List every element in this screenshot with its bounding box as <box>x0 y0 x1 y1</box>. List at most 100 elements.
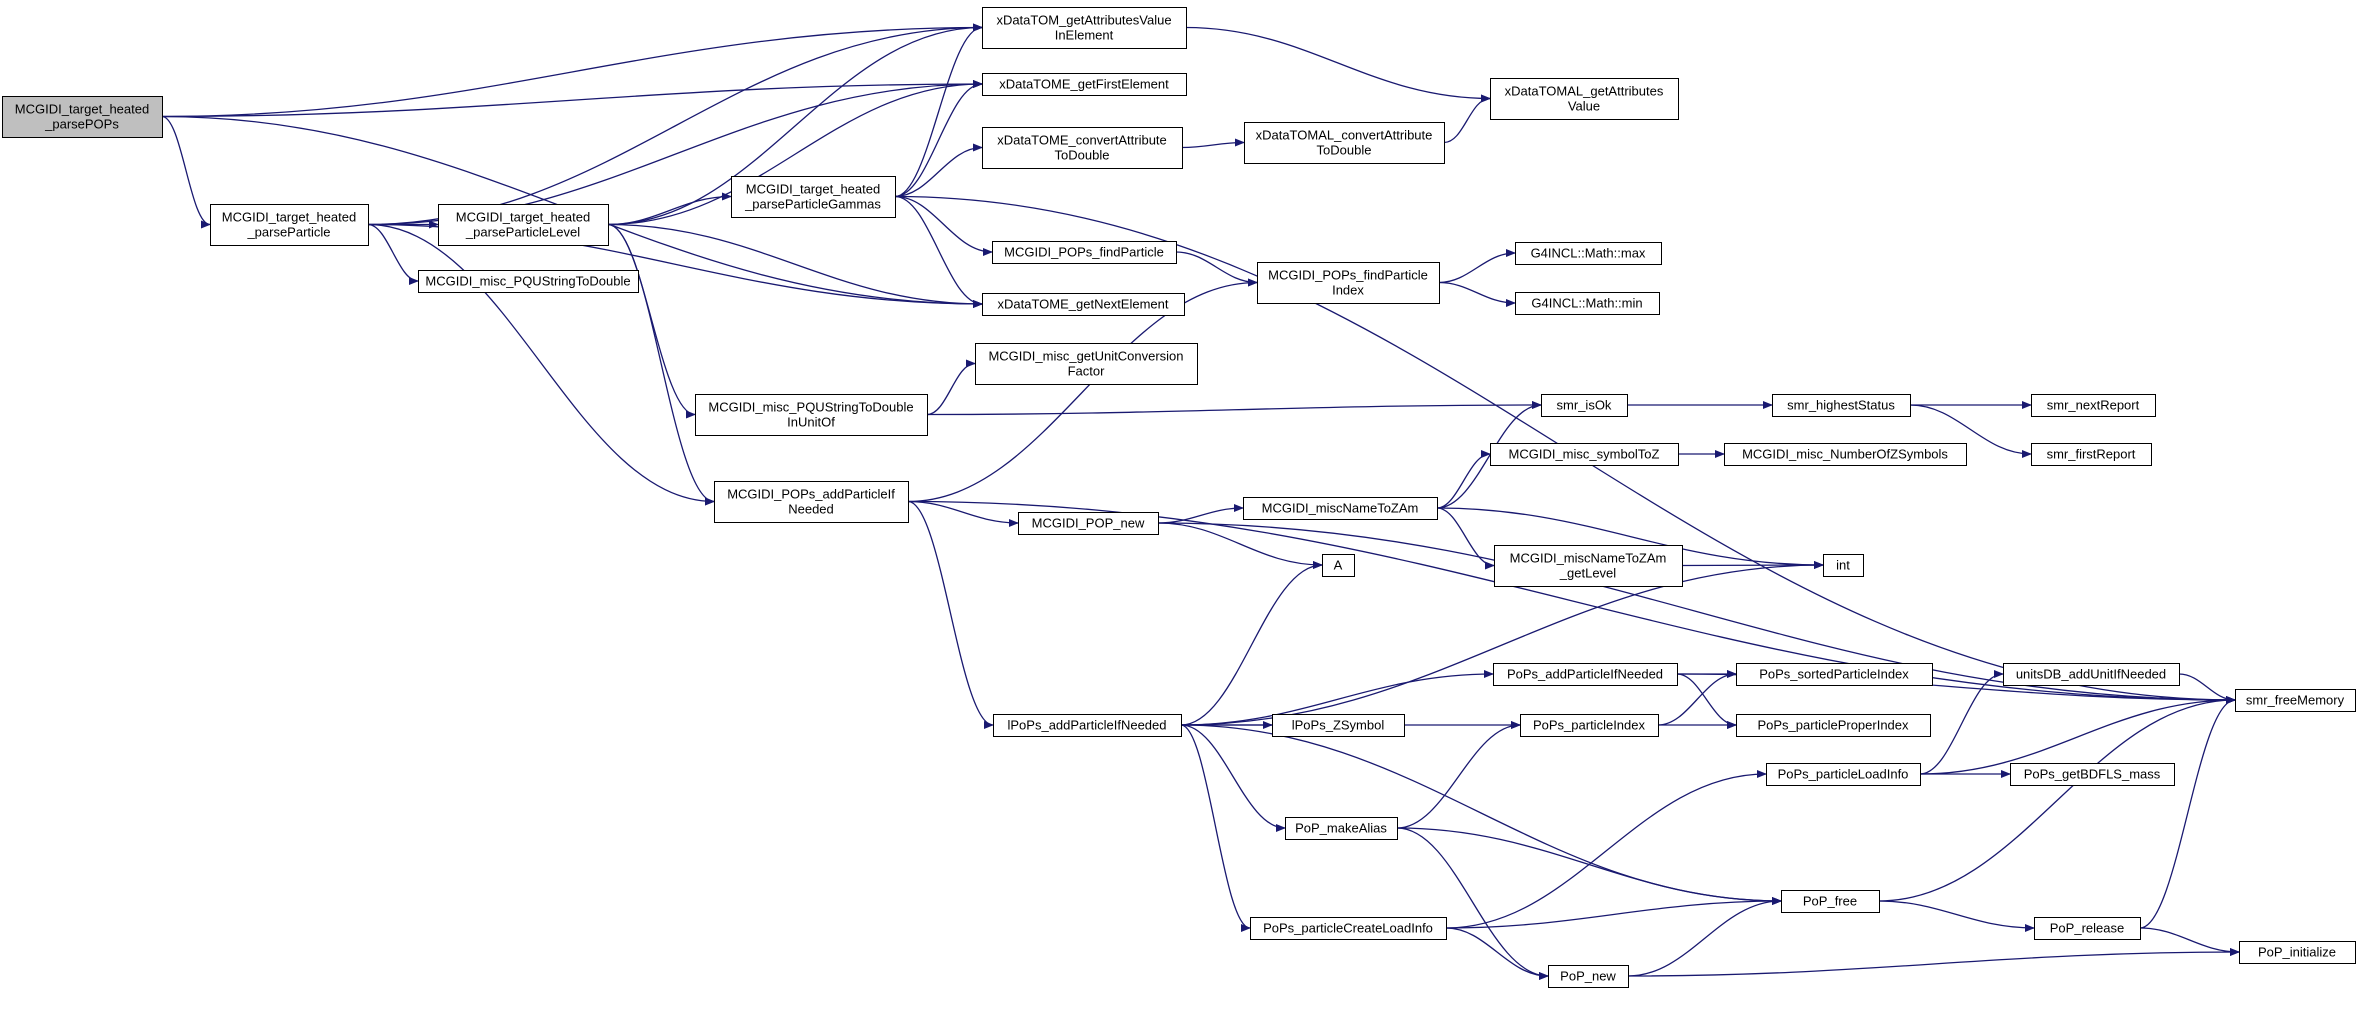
node-label: MCGIDI_POPs_addParticleIf <box>727 487 895 502</box>
node-mathMax[interactable]: G4INCL::Math::max <box>1515 242 1662 265</box>
node-mathMin[interactable]: G4INCL::Math::min <box>1515 292 1660 315</box>
node-makeAlias[interactable]: PoP_makeAlias <box>1285 817 1398 840</box>
node-intNode[interactable]: int <box>1823 554 1864 577</box>
node-lpopsAdd[interactable]: lPoPs_addParticleIfNeeded <box>993 714 1182 737</box>
edge-popsAddIfNeeded-to-popNew <box>907 500 1019 527</box>
node-popsFind[interactable]: MCGIDI_POPs_findParticle <box>992 241 1177 264</box>
node-smrFree[interactable]: smr_freeMemory <box>2235 689 2356 712</box>
edge-tomeConvert-to-tomalConvert <box>1181 138 1245 149</box>
edge-pqusToDoubleInUnit-to-smrIsOk <box>926 401 1542 416</box>
node-box <box>1272 714 1405 737</box>
node-popInitialize[interactable]: PoP_initialize <box>2239 941 2356 964</box>
node-box <box>1244 122 1445 164</box>
node-box <box>1823 554 1864 577</box>
node-label: _getLevel <box>1559 566 1616 581</box>
node-sortedIndex[interactable]: PoPs_sortedParticleIndex <box>1736 663 1933 686</box>
node-label: _parseParticleLevel <box>465 225 580 240</box>
node-label: Index <box>1332 283 1364 298</box>
node-smrIsOk[interactable]: smr_isOk <box>1541 394 1628 417</box>
node-box <box>438 204 609 246</box>
edge-popsFindIndex-to-mathMin <box>1438 281 1516 307</box>
node-box <box>1515 292 1660 315</box>
node-box <box>2239 941 2356 964</box>
node-label: xDataTOME_convertAttribute <box>997 133 1167 148</box>
node-label: PoPs_getBDFLS_mass <box>2024 767 2161 782</box>
node-label: G4INCL::Math::min <box>1531 296 1642 311</box>
node-smrNext[interactable]: smr_nextReport <box>2031 394 2156 417</box>
node-createLoadInfo[interactable]: PoPs_particleCreateLoadInfo <box>1250 917 1447 940</box>
node-label: xDataTOME_getFirstElement <box>999 77 1169 92</box>
edge-lpopsAdd-to-intNode <box>1180 561 1824 726</box>
node-box <box>982 293 1185 316</box>
edge-lpopsAdd-to-popsAddIfNeeded2 <box>1180 670 1494 726</box>
node-box <box>2235 689 2356 712</box>
node-label: PoP_new <box>1560 969 1616 984</box>
node-parseParticle[interactable]: MCGIDI_target_heated_parseParticle <box>210 204 369 246</box>
edge-popNew2-to-popInitialize <box>1627 948 2240 977</box>
node-popRelease[interactable]: PoP_release <box>2034 917 2141 940</box>
node-nameToZAm[interactable]: MCGIDI_miscNameToZAm <box>1243 497 1438 520</box>
node-label: smr_nextReport <box>2047 398 2140 413</box>
node-nameToZAmLevel[interactable]: MCGIDI_miscNameToZAm_getLevel <box>1494 545 1683 587</box>
node-smrFirst[interactable]: smr_firstReport <box>2031 443 2152 466</box>
node-box <box>1781 890 1880 913</box>
node-tomeNext[interactable]: xDataTOME_getNextElement <box>982 293 1185 316</box>
node-unitsDBAdd[interactable]: unitsDB_addUnitIfNeeded <box>2003 663 2180 686</box>
node-properIndex[interactable]: PoPs_particleProperIndex <box>1736 714 1931 737</box>
node-box <box>1250 917 1447 940</box>
node-tomalGetAttrs[interactable]: xDataTOMAL_getAttributesValue <box>1490 78 1679 120</box>
node-label: lPoPs_addParticleIfNeeded <box>1008 718 1167 733</box>
node-label: MCGIDI_misc_getUnitConversion <box>988 349 1183 364</box>
edge-popNew-to-nameToZAm <box>1157 504 1244 524</box>
node-popsAddIfNeeded[interactable]: MCGIDI_POPs_addParticleIfNeeded <box>714 481 909 523</box>
node-root[interactable]: MCGIDI_target_heated_parsePOPs <box>2 96 163 138</box>
node-label: ToDouble <box>1055 148 1110 163</box>
node-bdfls[interactable]: PoPs_getBDFLS_mass <box>2010 763 2175 786</box>
node-label: xDataTOME_getNextElement <box>998 297 1169 312</box>
node-pqusToDouble[interactable]: MCGIDI_misc_PQUStringToDouble <box>418 270 639 293</box>
node-tomeFirst[interactable]: xDataTOME_getFirstElement <box>982 73 1187 96</box>
node-symbolToZ[interactable]: MCGIDI_misc_symbolToZ <box>1490 443 1679 466</box>
node-box <box>2034 917 2141 940</box>
edge-nameToZAm-to-nameToZAmLevel <box>1436 507 1495 570</box>
node-label: Factor <box>1068 364 1106 379</box>
node-label: PoPs_particleIndex <box>1533 718 1646 733</box>
node-particleIndex[interactable]: PoPs_particleIndex <box>1520 714 1659 737</box>
edges-layer <box>161 23 2240 980</box>
node-box <box>210 204 369 246</box>
node-lpopsZSymbol[interactable]: lPoPs_ZSymbol <box>1272 714 1405 737</box>
node-A[interactable]: A <box>1322 554 1355 577</box>
node-parseParticleLevel[interactable]: MCGIDI_target_heated_parseParticleLevel <box>438 204 609 246</box>
edge-root-to-parseParticle <box>161 115 211 229</box>
node-box <box>992 241 1177 264</box>
node-label: smr_freeMemory <box>2246 693 2345 708</box>
node-loadInfo[interactable]: PoPs_particleLoadInfo <box>1766 763 1921 786</box>
edge-createLoadInfo-to-loadInfo <box>1445 770 1767 929</box>
edge-parseGammas-to-tomeConvert <box>894 143 983 198</box>
edge-particleIndex-to-sortedIndex <box>1657 670 1737 726</box>
node-popNew[interactable]: MCGIDI_POP_new <box>1018 512 1159 535</box>
node-label: PoP_free <box>1803 894 1857 909</box>
node-popNew2[interactable]: PoP_new <box>1548 965 1629 988</box>
edge-lpopsAdd-to-createLoadInfo <box>1180 724 1251 932</box>
node-smrHighest[interactable]: smr_highestStatus <box>1772 394 1911 417</box>
edge-popsFind-to-popsFindIndex <box>1175 251 1258 287</box>
node-box <box>1490 78 1679 120</box>
node-box <box>975 343 1198 385</box>
node-box <box>1548 965 1629 988</box>
node-popsAddIfNeeded2[interactable]: PoPs_addParticleIfNeeded <box>1493 663 1678 686</box>
node-label: xDataTOMAL_getAttributes <box>1505 84 1664 99</box>
node-label: MCGIDI_miscNameToZAm <box>1262 501 1419 516</box>
node-parseGammas[interactable]: MCGIDI_target_heated_parseParticleGammas <box>731 176 896 218</box>
edge-parseParticle-to-pqusToDouble <box>367 223 419 285</box>
node-numZSymbols[interactable]: MCGIDI_misc_NumberOfZSymbols <box>1724 443 1967 466</box>
edge-popFree-to-popRelease <box>1878 900 2035 932</box>
node-box <box>1724 443 1967 466</box>
node-popFree[interactable]: PoP_free <box>1781 890 1880 913</box>
